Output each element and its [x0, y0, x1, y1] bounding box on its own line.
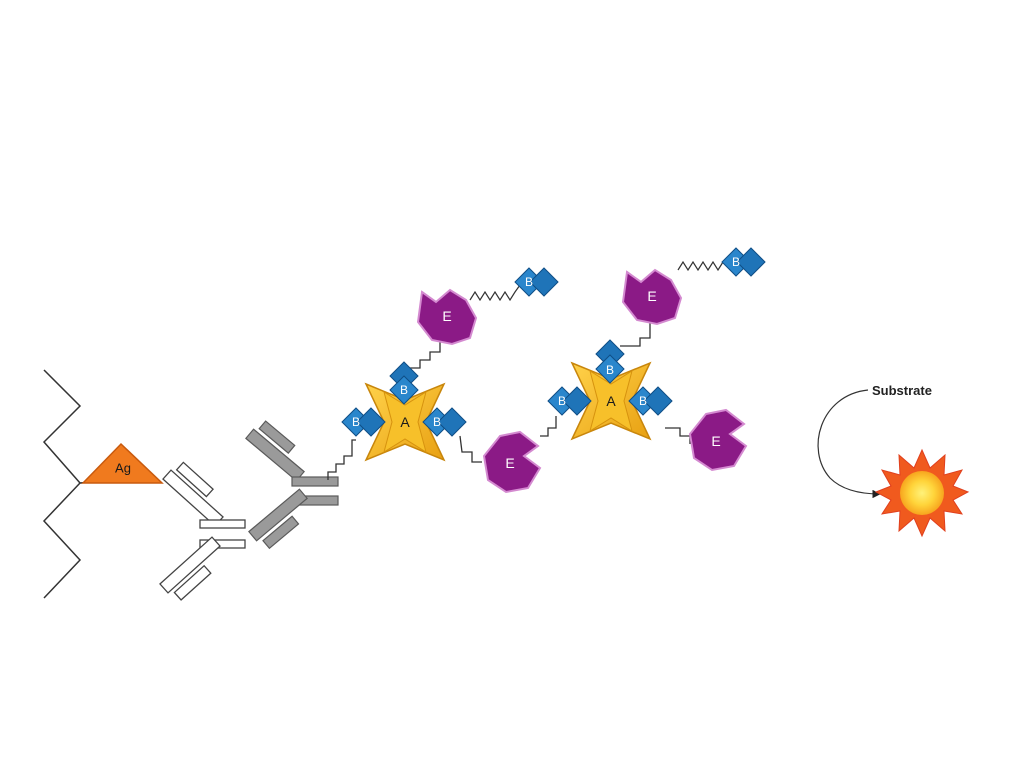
biotin-linkers — [327, 320, 691, 480]
biotin: B — [547, 386, 592, 416]
biotin-label: B — [732, 255, 740, 269]
enzyme-label: E — [647, 288, 656, 304]
primary-antibody — [159, 461, 246, 601]
enzyme-label: E — [711, 433, 720, 449]
biotin-label: B — [352, 415, 360, 429]
biotin-label: B — [606, 363, 614, 377]
biotin-label: B — [433, 415, 441, 429]
signal-burst-icon — [874, 448, 970, 538]
substrate-label: Substrate — [872, 383, 932, 398]
biotin: B — [721, 247, 766, 277]
enzyme: E — [621, 268, 683, 326]
avidin-complex-2: A — [570, 361, 652, 441]
enzyme: E — [416, 288, 478, 346]
secondary-antibody — [245, 420, 339, 550]
antigen: Ag — [79, 442, 164, 484]
biotin: B — [514, 267, 559, 297]
biotin-label: B — [639, 394, 647, 408]
enzyme-biotin-chains — [469, 260, 728, 302]
tissue-surface — [42, 369, 82, 599]
antigen-label: Ag — [115, 461, 131, 476]
enzyme-label: E — [505, 455, 514, 471]
biotin-label: B — [400, 383, 408, 397]
avidin-label: A — [400, 414, 410, 430]
avidin-label: A — [606, 393, 616, 409]
avidin-complex-1: A — [364, 382, 446, 462]
biotin-label: B — [558, 394, 566, 408]
biotins: B B B B B B — [341, 247, 766, 437]
enzyme-label: E — [442, 308, 451, 324]
biotin: B — [595, 339, 625, 384]
biotin-label: B — [525, 275, 533, 289]
biotin: B — [628, 386, 673, 416]
enzymes: E E E E — [416, 268, 748, 494]
biotin: B — [422, 407, 467, 437]
enzyme: E — [688, 408, 748, 472]
biotin: B — [341, 407, 386, 437]
enzyme: E — [482, 430, 542, 494]
biotin: B — [389, 361, 419, 405]
substrate-arrow: Substrate — [817, 383, 932, 499]
